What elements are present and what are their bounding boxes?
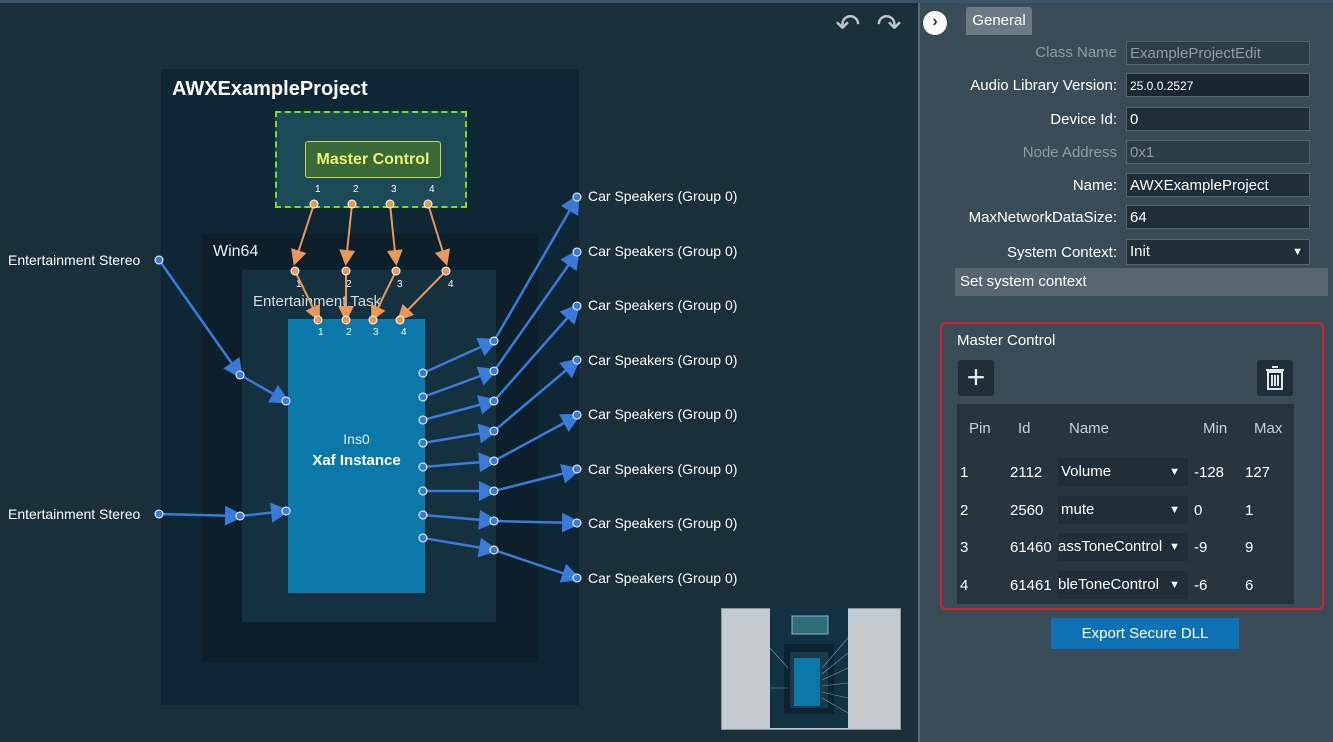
- col-header-pin[interactable]: Pin: [969, 420, 991, 437]
- class-name-label: Class Name: [1035, 44, 1117, 61]
- node-address-field: 0x1: [1126, 140, 1310, 164]
- col-header-name[interactable]: Name: [1069, 420, 1110, 437]
- cell-name: mute: [1061, 501, 1095, 518]
- cell-id: 2560: [1010, 502, 1044, 519]
- name-field[interactable]: AWXExampleProject: [1126, 173, 1310, 197]
- xaf-instance-name: Ins0: [343, 431, 370, 447]
- name-select[interactable]: Volume ▼: [1058, 458, 1188, 486]
- cell-max: 6: [1245, 577, 1254, 594]
- speaker-label[interactable]: Car Speakers (Group 0): [588, 352, 738, 368]
- speaker-label[interactable]: Car Speakers (Group 0): [588, 406, 738, 422]
- sys-ctx-select[interactable]: Init ▼: [1126, 239, 1310, 265]
- task-pin-label: 2: [346, 279, 352, 290]
- cell-min: -6: [1194, 577, 1208, 594]
- cell-pin: 2: [960, 502, 969, 519]
- mc-pin-label: 1: [315, 184, 321, 195]
- speaker-label[interactable]: Car Speakers (Group 0): [588, 515, 738, 531]
- tab-general[interactable]: General: [966, 7, 1032, 35]
- set-system-context-button[interactable]: Set system context: [955, 268, 1328, 296]
- chevron-down-icon: ▼: [1169, 466, 1180, 478]
- minimap-viewport[interactable]: [769, 608, 849, 728]
- trash-icon-glyph: [1266, 366, 1284, 390]
- cell-id: 61461: [1010, 577, 1052, 594]
- chevron-down-icon: ▼: [1292, 246, 1303, 258]
- cell-name: Volume: [1061, 463, 1112, 480]
- add-icon[interactable]: +: [958, 360, 994, 396]
- mc-pin-label: 3: [391, 184, 397, 195]
- undo-icon[interactable]: ↶: [835, 9, 861, 42]
- max-net-field[interactable]: 64: [1126, 205, 1310, 229]
- trash-icon[interactable]: [1257, 360, 1293, 396]
- speaker-label[interactable]: Car Speakers (Group 0): [588, 297, 738, 313]
- master-control-node[interactable]: Master Control: [305, 141, 441, 178]
- col-header-max[interactable]: Max: [1254, 420, 1283, 437]
- mc-pin-label: 2: [353, 184, 359, 195]
- sys-ctx-label: System Context:: [1006, 244, 1117, 261]
- name-label: Name:: [1072, 177, 1117, 194]
- cell-name: assToneControl: [1058, 538, 1163, 555]
- master-control-panel: [940, 322, 1324, 610]
- name-select[interactable]: bleToneControl ▼: [1058, 571, 1188, 599]
- name-select[interactable]: mute ▼: [1058, 496, 1188, 524]
- redo-icon[interactable]: ↷: [876, 9, 902, 42]
- sys-ctx-value: Init: [1130, 243, 1151, 260]
- cell-max: 127: [1245, 464, 1271, 481]
- source-entertainment-stereo-2[interactable]: Entertainment Stereo: [8, 506, 141, 522]
- device-id-label: Device Id:: [1050, 111, 1117, 128]
- name-select[interactable]: assToneControl ▼: [1058, 533, 1188, 561]
- xaf-pin-label: 3: [373, 327, 379, 338]
- node-address-label: Node Address: [1022, 144, 1117, 161]
- cell-pin: 4: [960, 577, 969, 594]
- project-title: AWXExampleProject: [172, 78, 368, 100]
- max-net-label: MaxNetworkDataSize:: [968, 209, 1117, 226]
- cell-pin: 3: [960, 539, 969, 556]
- top-border: [0, 0, 1333, 3]
- chevron-down-icon: ▼: [1169, 579, 1180, 591]
- export-secure-dll-button[interactable]: Export Secure DLL: [1051, 618, 1239, 649]
- device-id-field[interactable]: 0: [1126, 107, 1310, 131]
- xaf-pin-label: 2: [346, 327, 352, 338]
- cell-min: 0: [1194, 502, 1203, 519]
- chevron-down-icon: ▼: [1169, 541, 1180, 553]
- xaf-instance-block[interactable]: [288, 319, 425, 593]
- cell-min: -128: [1194, 464, 1225, 481]
- task-pin-label: 3: [397, 279, 403, 290]
- col-header-id[interactable]: Id: [1018, 420, 1031, 437]
- class-name-field: ExampleProjectEdit: [1126, 41, 1310, 65]
- cell-min: -9: [1194, 539, 1208, 556]
- mc-pin-label: 4: [429, 184, 435, 195]
- task-pin-label: 4: [448, 279, 454, 290]
- speaker-label[interactable]: Car Speakers (Group 0): [588, 461, 738, 477]
- xaf-pin-label: 4: [401, 327, 407, 338]
- cell-name: bleToneControl: [1058, 576, 1159, 593]
- task-pin-label: 1: [296, 279, 302, 290]
- win64-title: Win64: [213, 243, 259, 260]
- col-header-min[interactable]: Min: [1203, 420, 1228, 437]
- collapse-panel-icon[interactable]: ›: [923, 11, 947, 35]
- cell-id: 2112: [1010, 464, 1043, 481]
- chevron-down-icon: ▼: [1169, 504, 1180, 516]
- speaker-label[interactable]: Car Speakers (Group 0): [588, 243, 738, 259]
- cell-id: 61460: [1010, 539, 1052, 556]
- speaker-label[interactable]: Car Speakers (Group 0): [588, 570, 738, 586]
- source-entertainment-stereo-1[interactable]: Entertainment Stereo: [8, 252, 141, 268]
- master-control-title: Master Control: [957, 332, 1056, 349]
- minimap-preview: [769, 615, 849, 714]
- xaf-pin-label: 1: [318, 327, 324, 338]
- cell-pin: 1: [960, 464, 969, 481]
- speaker-label[interactable]: Car Speakers (Group 0): [588, 188, 738, 204]
- xaf-instance-label: Xaf Instance: [312, 452, 401, 469]
- cell-max: 1: [1245, 502, 1254, 519]
- task-title: Entertainment Task: [253, 293, 382, 310]
- audio-lib-label: Audio Library Version:: [970, 77, 1117, 94]
- cell-max: 9: [1245, 539, 1254, 556]
- audio-lib-field: 25.0.0.2527: [1126, 73, 1310, 97]
